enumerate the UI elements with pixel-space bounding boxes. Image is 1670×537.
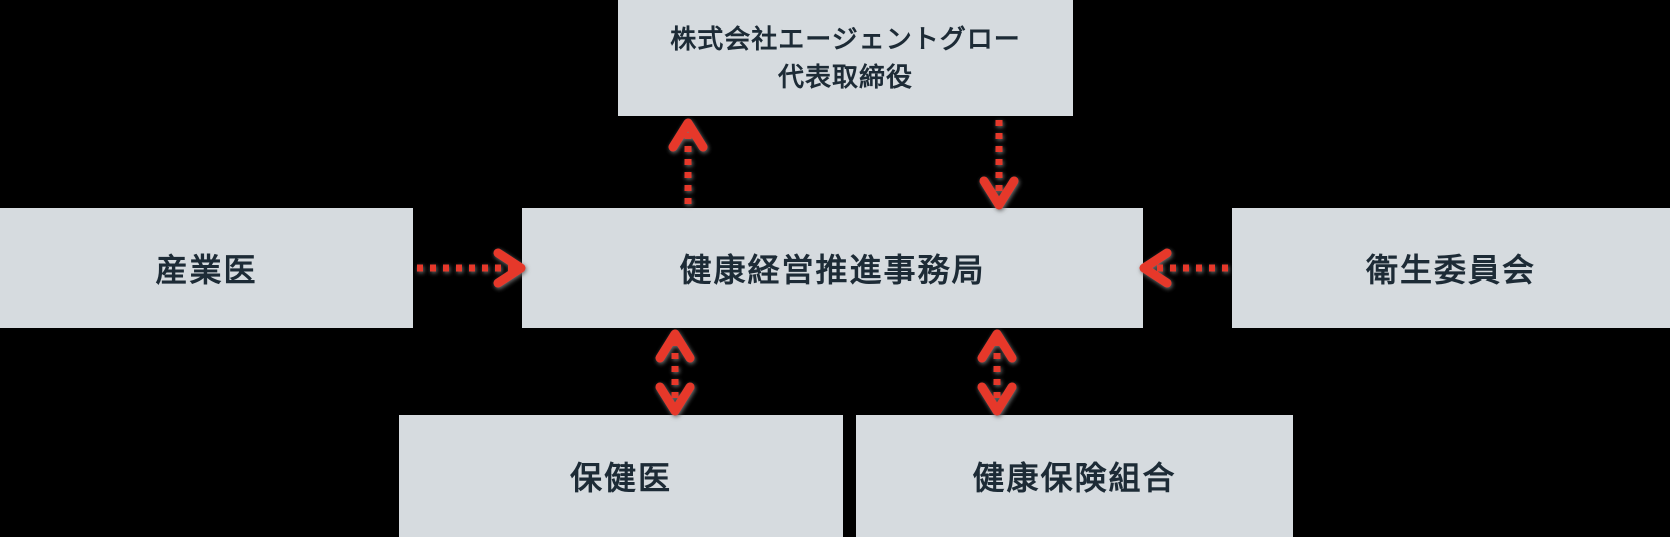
node-industrial-physician-label: 産業医	[155, 252, 258, 288]
arrow-head-up-icon	[977, 329, 1017, 363]
node-public-health-doctor: 保健医	[399, 415, 843, 537]
node-health-management-office-label: 健康経営推進事務局	[679, 252, 986, 288]
arrow-hygiene-committee-to-office	[1139, 248, 1228, 288]
node-company-representative-line1: 株式会社エージェントグロー	[670, 24, 1021, 54]
arrow-head-left-icon	[1139, 248, 1172, 288]
arrow-office-health-insurance	[977, 329, 1017, 416]
node-health-insurance-association: 健康保険組合	[856, 415, 1293, 537]
arrow-head-up-icon	[668, 118, 708, 152]
arrow-head-down-icon	[977, 382, 1017, 416]
arrow-office-to-ceo	[668, 118, 708, 204]
arrow-head-down-icon	[979, 176, 1019, 210]
node-health-insurance-association-label: 健康保険組合	[972, 460, 1177, 496]
node-hygiene-committee-label: 衛生委員会	[1365, 252, 1536, 288]
node-public-health-doctor-label: 保健医	[569, 460, 672, 496]
node-company-representative-line2: 代表取締役	[777, 62, 913, 92]
arrow-office-public-health-doctor	[655, 329, 695, 416]
node-health-management-office: 健康経営推進事務局	[522, 208, 1143, 328]
node-company-representative: 株式会社エージェントグロー 代表取締役	[618, 0, 1073, 116]
arrow-industrial-physician-to-office	[417, 248, 526, 288]
arrow-head-right-icon	[493, 248, 526, 288]
arrow-head-up-icon	[655, 329, 695, 363]
arrow-head-down-icon	[655, 382, 695, 416]
arrow-ceo-to-office	[979, 120, 1019, 210]
node-industrial-physician: 産業医	[0, 208, 413, 328]
node-hygiene-committee: 衛生委員会	[1232, 208, 1670, 328]
